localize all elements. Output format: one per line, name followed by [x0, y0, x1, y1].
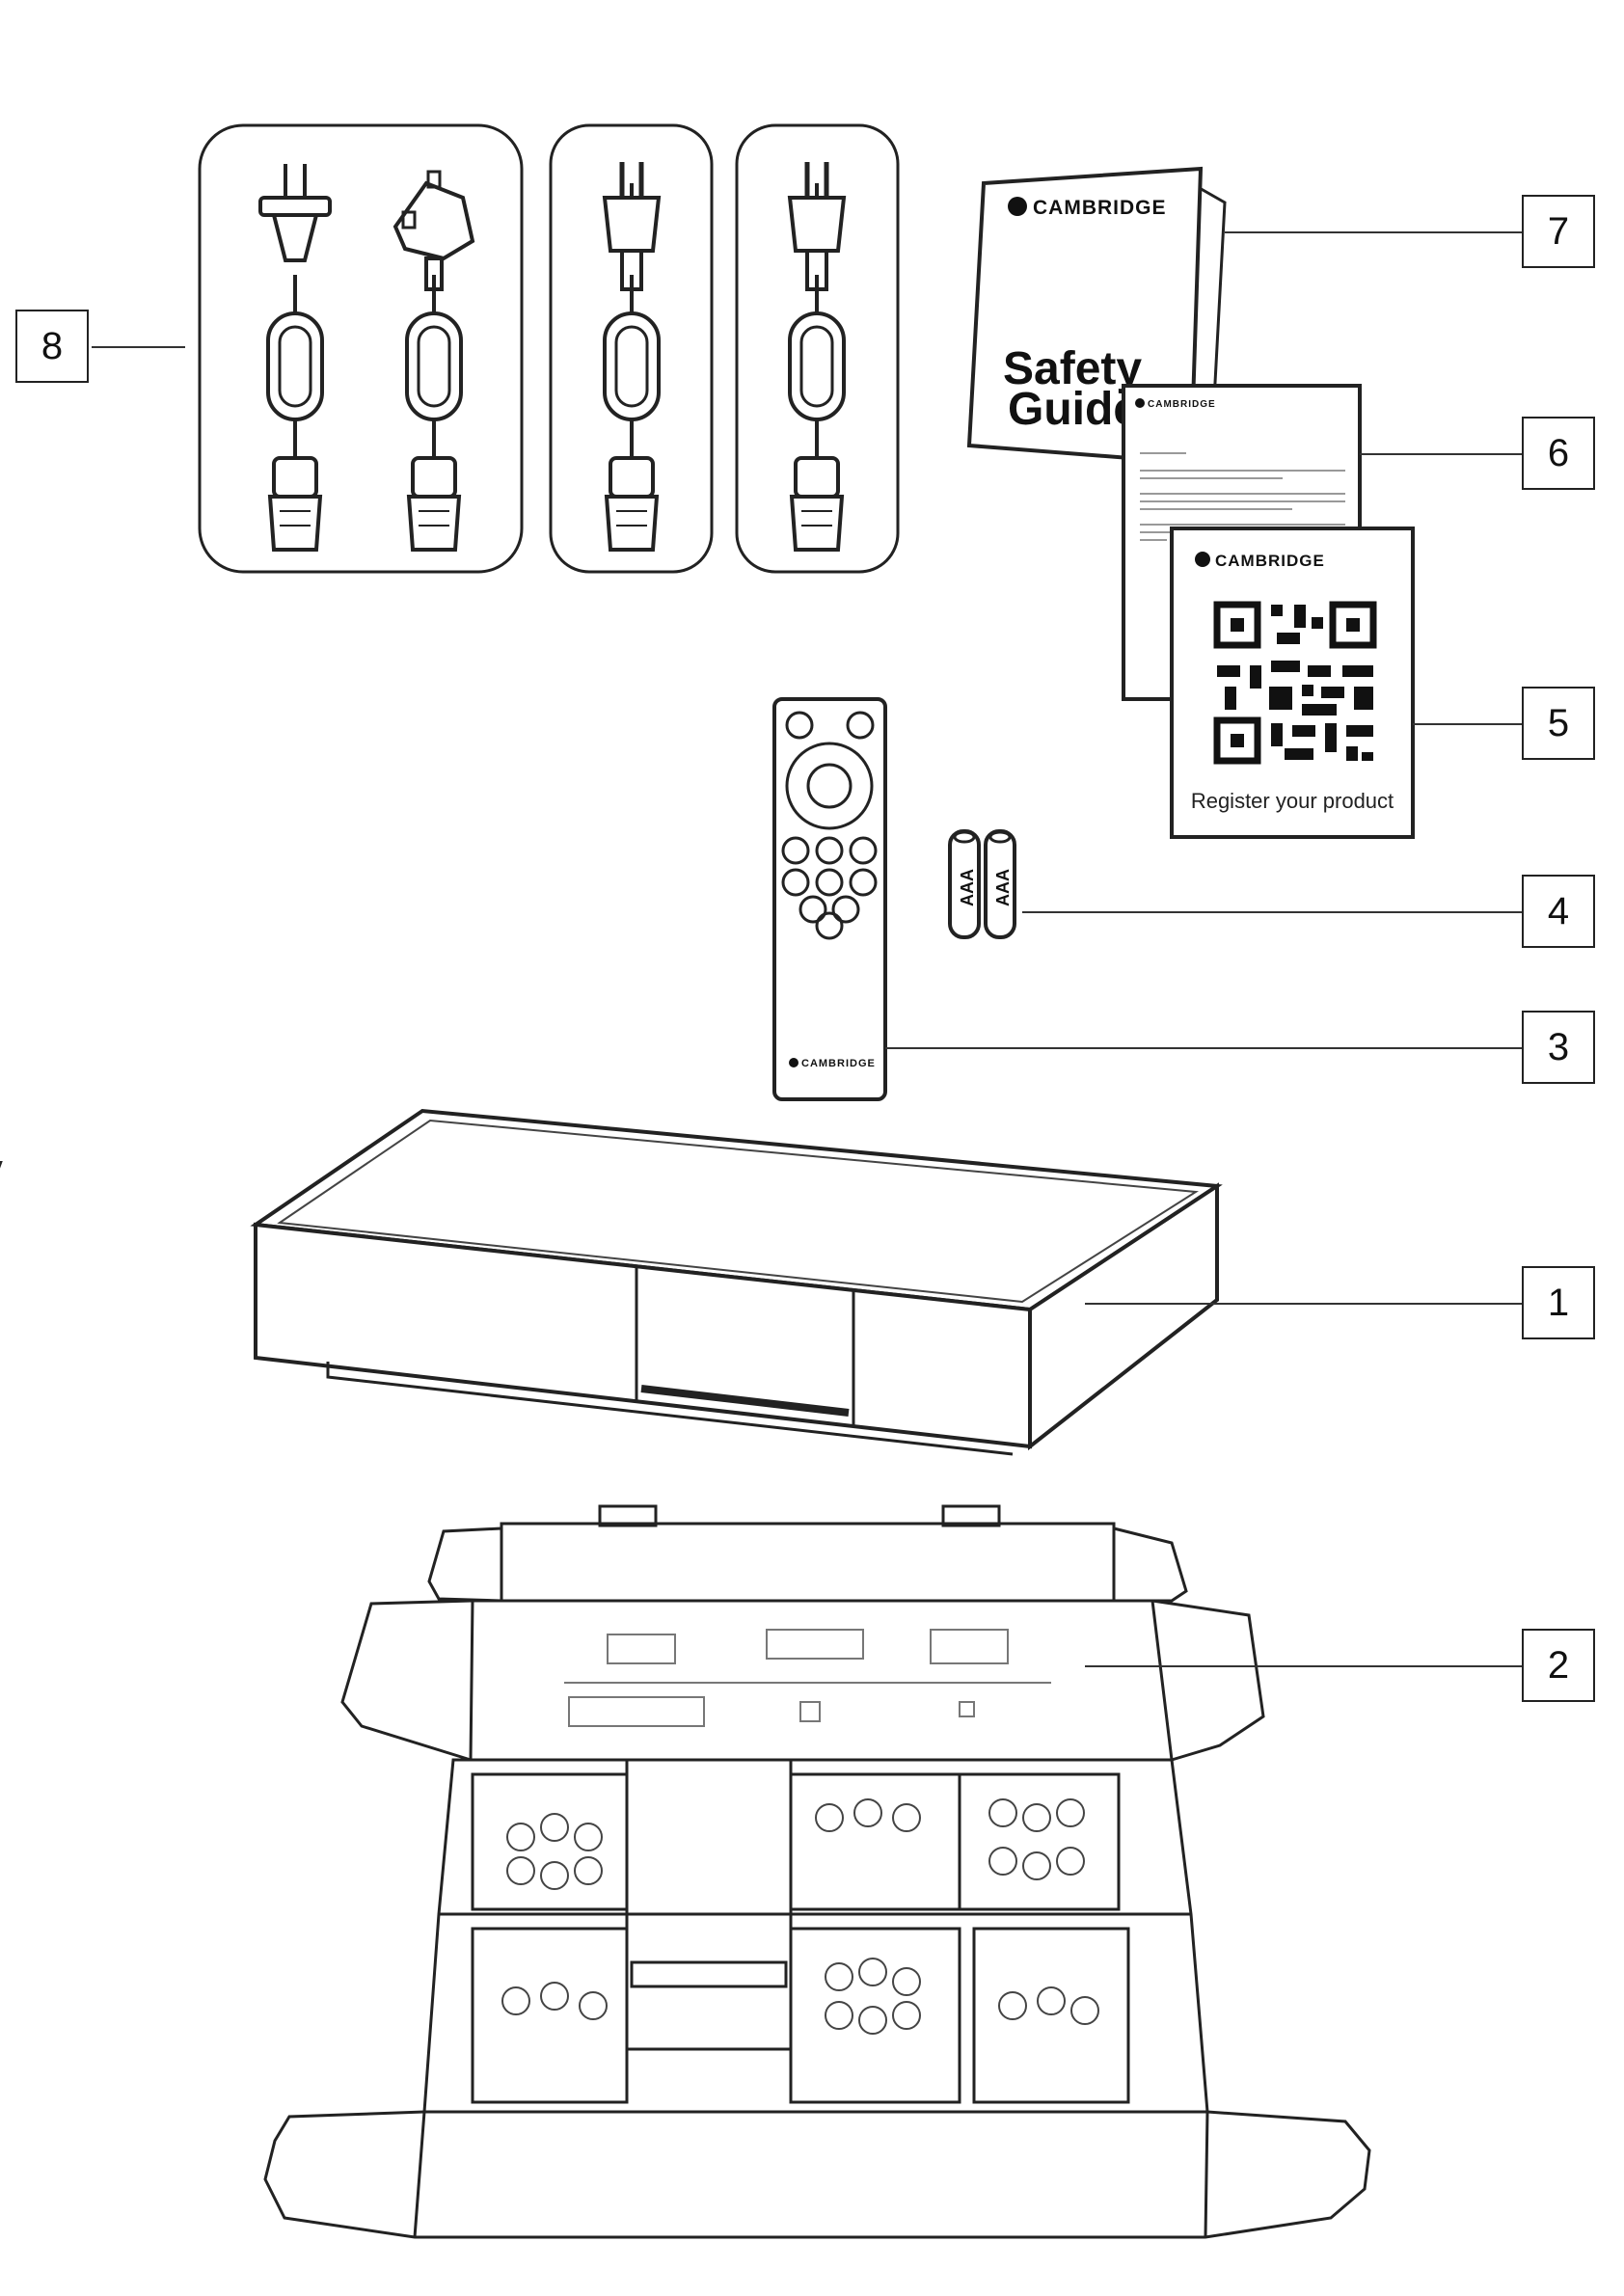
cambridge-logo-icon [1008, 197, 1027, 216]
leader-line-8 [92, 346, 185, 348]
cambridge-logo-icon [789, 1058, 798, 1067]
us-power-cord-1 [602, 162, 662, 552]
foam-insert-cells [471, 1772, 1130, 2104]
leader-line-1 [1085, 1303, 1522, 1305]
welcome-letter-brand: CAMBRIDGE [1148, 399, 1216, 410]
remote-button-top-right [846, 711, 875, 740]
callout-7: 7 [1522, 195, 1595, 268]
callout-4: 4 [1522, 875, 1595, 948]
leader-line-3 [885, 1047, 1522, 1049]
callout-8: 8 [15, 310, 89, 383]
cambridge-logo-icon [1195, 552, 1210, 567]
battery-2-label: AAA [993, 869, 1013, 906]
safety-guide-title-line1: Safety [1003, 343, 1142, 394]
safety-guide-title-line2: Guide [1008, 384, 1139, 435]
registration-card-caption: Register your product [1191, 789, 1394, 813]
leader-line-6 [1360, 453, 1522, 455]
remote-button-top-left [785, 711, 814, 740]
remote-control: CAMBRIDGE [772, 697, 887, 1101]
qr-code-icon [1213, 601, 1377, 765]
safety-guide-brand: CAMBRIDGE [1033, 197, 1167, 219]
front-panel-controls [640, 1385, 850, 1417]
registration-card-brand: CAMBRIDGE [1215, 552, 1325, 570]
remote-brand: CAMBRIDGE [801, 1058, 876, 1069]
cambridge-logo-icon [1135, 398, 1145, 408]
lid-printed-instructions [564, 1629, 1051, 1727]
power-cords-group [198, 123, 900, 574]
us-power-cord-2 [787, 162, 847, 552]
remote-button-grid [781, 836, 878, 940]
leader-line-4 [1022, 911, 1522, 913]
registration-card: CAMBRIDGE Register your product [1170, 527, 1415, 839]
battery-2: AAA [984, 829, 1016, 939]
eu-power-cord [258, 164, 332, 552]
callout-5: 5 [1522, 687, 1595, 760]
remote-navigation-ring [785, 742, 874, 830]
uk-power-cord [392, 170, 475, 552]
callout-6: 6 [1522, 417, 1595, 490]
battery-1-label: AAA [958, 869, 977, 906]
callout-1: 1 [1522, 1266, 1595, 1339]
packaging-box [263, 1504, 1371, 2239]
callout-2: 2 [1522, 1629, 1595, 1702]
callout-3: 3 [1522, 1011, 1595, 1084]
battery-1: AAA [948, 829, 981, 939]
main-unit [0, 1108, 1223, 1456]
leader-line-7 [1225, 231, 1522, 233]
remote-center-button [806, 763, 853, 809]
leader-line-5 [1413, 723, 1522, 725]
aaa-batteries: AAA AAA [948, 829, 1016, 939]
leader-line-2 [1085, 1665, 1522, 1667]
